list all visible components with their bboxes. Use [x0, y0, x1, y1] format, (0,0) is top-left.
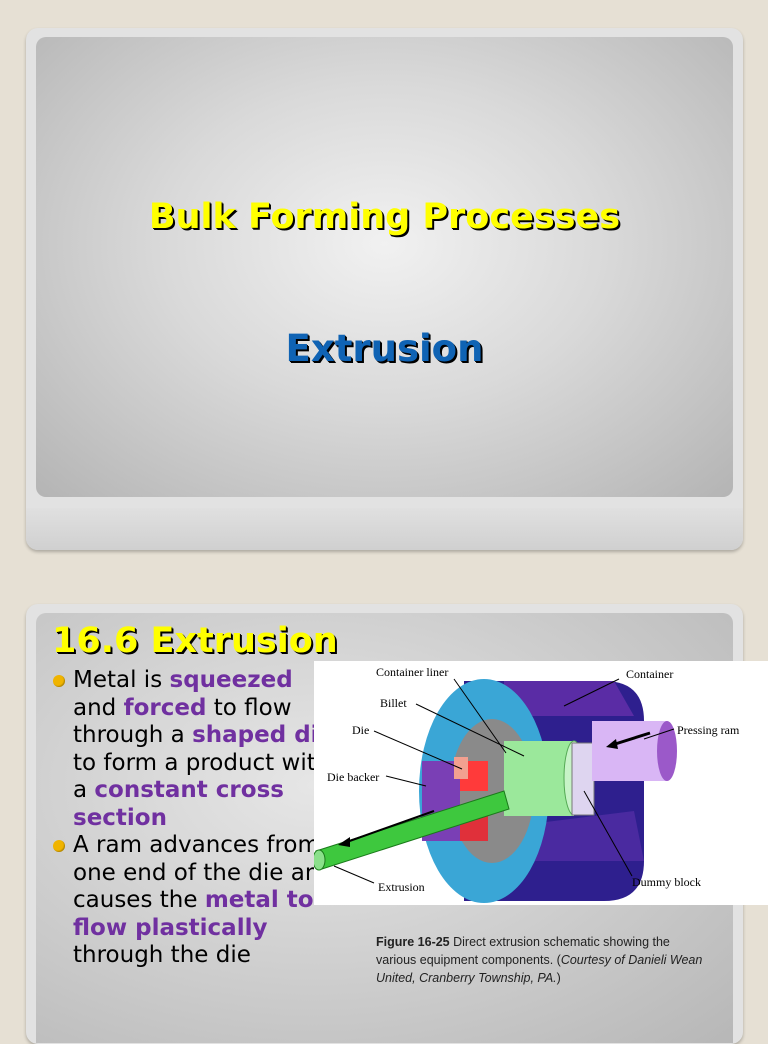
- caption-credit: Courtesy of Danieli Wean United, Cranber…: [376, 953, 703, 985]
- caption-text: Direct extrusion schematic showing the v…: [376, 935, 670, 967]
- slide-heading: 16.6 Extrusion: [52, 621, 338, 661]
- leader-line: [373, 730, 463, 770]
- label-die-backer: Die backer: [327, 770, 379, 784]
- title-slide: Bulk Forming Processes Extrusion: [26, 28, 743, 550]
- leader-line: [333, 865, 375, 884]
- highlight-text: shaped die: [192, 722, 335, 748]
- highlight-text: constant cross section: [73, 777, 284, 831]
- flow-arrowhead-icon: [338, 837, 350, 847]
- bullet-dot-icon: [53, 675, 65, 687]
- bullet-dot-icon: [53, 840, 65, 852]
- leader-lines: [333, 678, 675, 884]
- bullet-item: Metal is squeezed and forced to flow thr…: [52, 667, 342, 832]
- bullet-item: A ram advances from one end of the die a…: [52, 832, 342, 970]
- caption-label: Figure 16-25: [376, 935, 450, 949]
- bullet-text: to form a product with a: [73, 749, 331, 804]
- label-container: Container: [626, 667, 673, 681]
- label-pressing-ram: Pressing ram: [677, 723, 740, 737]
- container-bottom: [514, 811, 644, 861]
- slide-title: Bulk Forming Processes: [148, 197, 621, 237]
- highlight-text: metal to flow plastically: [73, 887, 314, 941]
- extrusion-end: [314, 849, 326, 871]
- leader-line: [453, 678, 507, 754]
- label-dummy-block: Dummy block: [632, 875, 701, 889]
- label-billet: Billet: [380, 696, 407, 710]
- title-slide-panel: Bulk Forming Processes Extrusion: [36, 37, 733, 497]
- ram-end: [657, 721, 677, 781]
- extrusion-diagram: Container liner Container Billet Die Pre…: [314, 661, 768, 905]
- bullet-text: A ram advances from one end of the die a…: [73, 832, 335, 913]
- leader-line: [415, 703, 525, 757]
- ram-arrow: [611, 731, 651, 747]
- slide-footer-bar: [26, 508, 743, 550]
- billet: [504, 741, 574, 816]
- pressing-ram: [592, 721, 667, 781]
- leader-line: [583, 790, 633, 877]
- container-top: [504, 681, 634, 716]
- bullet-text: through the die: [73, 942, 251, 968]
- ram-arrowhead-icon: [606, 739, 618, 749]
- leader-line: [385, 775, 427, 787]
- leader-line: [643, 728, 675, 740]
- dummy-block: [571, 742, 595, 816]
- highlight-text: squeezed: [169, 667, 293, 693]
- flow-arrow: [343, 810, 435, 844]
- bullet-text: and: [73, 694, 124, 721]
- caption-end: ): [556, 971, 561, 985]
- figure-caption: Figure 16-25 Direct extrusion schematic …: [376, 933, 706, 987]
- bullet-text: Metal is: [73, 667, 170, 693]
- leader-line: [563, 678, 620, 707]
- label-die: Die: [352, 723, 369, 737]
- label-extrusion: Extrusion: [378, 880, 425, 894]
- extrusion-schematic: Container liner Container Billet Die Pre…: [314, 665, 740, 903]
- slide-subtitle: Extrusion: [285, 327, 484, 370]
- bullet-text: to flow through a: [73, 694, 292, 749]
- die-insert: [454, 757, 468, 779]
- bullet-list: Metal is squeezed and forced to flow thr…: [52, 667, 342, 970]
- highlight-text: forced: [123, 694, 207, 721]
- diagram-labels: Container liner Container Billet Die Pre…: [327, 665, 740, 894]
- label-container-liner: Container liner: [376, 665, 448, 679]
